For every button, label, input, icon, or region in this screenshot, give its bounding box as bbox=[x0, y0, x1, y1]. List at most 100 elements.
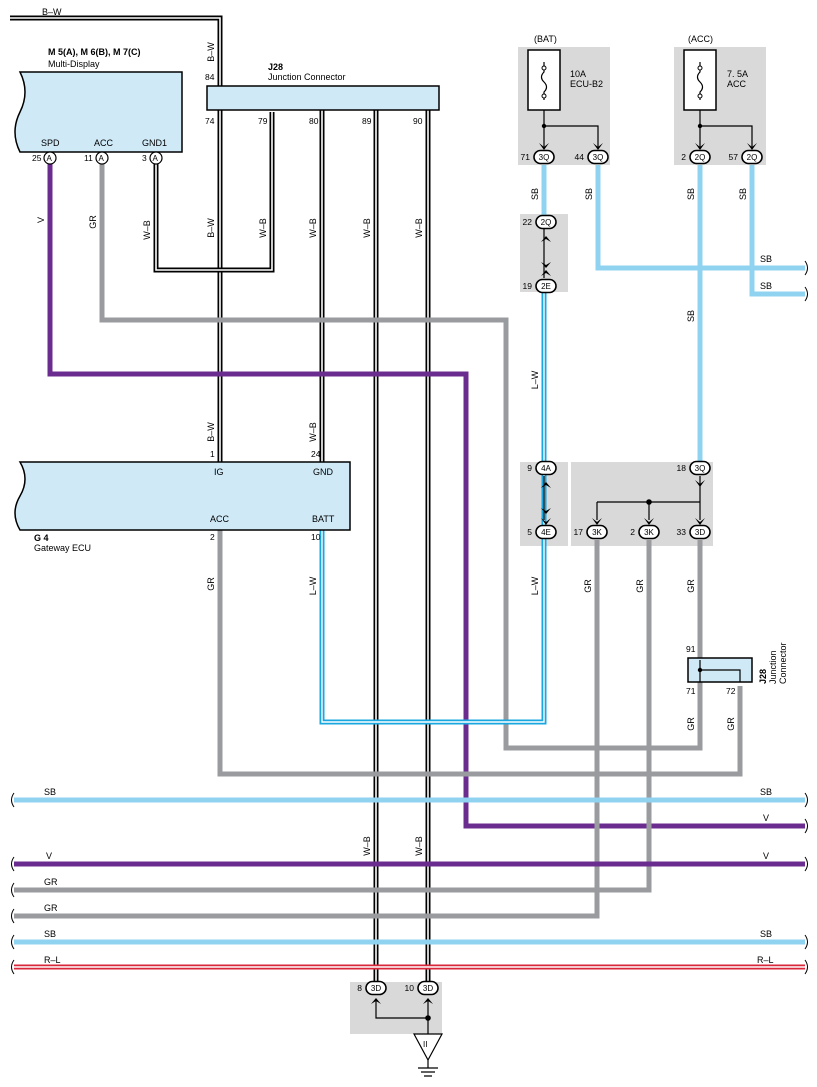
connector-2-3k: 3K2 bbox=[630, 518, 660, 540]
connector-number: 5 bbox=[527, 527, 532, 537]
connector-code: 3D bbox=[371, 984, 381, 993]
wire-label-bw-a: B–W bbox=[206, 42, 216, 62]
wire-label-sb-out1: SB bbox=[760, 254, 772, 264]
wire-label-gr-72: GR bbox=[726, 717, 736, 731]
j28r-pin-71: 71 bbox=[686, 686, 696, 696]
j28-pin-84: 84 bbox=[205, 72, 215, 82]
pin-num-3: 3 bbox=[142, 153, 147, 163]
gateway-ecu bbox=[14, 461, 351, 531]
j28-pin-80: 80 bbox=[309, 116, 319, 126]
ground-arrows bbox=[371, 998, 381, 1004]
connector-number: 33 bbox=[677, 527, 687, 537]
connector-code: 3D bbox=[423, 984, 433, 993]
wire-label-lw-5: L–W bbox=[530, 576, 540, 595]
wire-label-sb-mid: SB bbox=[686, 310, 696, 322]
splice-arrows bbox=[695, 480, 705, 487]
wire-sb-57-2q bbox=[749, 165, 805, 297]
connector-code: 2E bbox=[541, 282, 551, 291]
j28r-pin-72: 72 bbox=[726, 686, 736, 696]
wire-gr-2-3k bbox=[14, 540, 652, 893]
ground-label: II bbox=[423, 1040, 427, 1049]
wire-label-bus-rl-r: R–L bbox=[757, 955, 774, 965]
wire-label-bw-c: B–W bbox=[206, 422, 216, 442]
gw-pin-2: 2 bbox=[210, 532, 215, 542]
wire-label-bus-gr2-l: GR bbox=[44, 903, 58, 913]
fuse-bat-name: ECU-B2 bbox=[570, 79, 603, 89]
j28-pin-89: 89 bbox=[362, 116, 372, 126]
gateway-ecu-code: G 4 bbox=[34, 533, 49, 543]
connector-number: 2 bbox=[681, 152, 686, 162]
wire-label-bus-v1-r: V bbox=[763, 813, 769, 823]
connector-number: 22 bbox=[523, 217, 533, 227]
pin-name-spd: SPD bbox=[41, 138, 60, 148]
wire-label-bus-sb1-r: SB bbox=[760, 787, 772, 797]
connector-71-3q: 3Q 71 bbox=[521, 143, 555, 165]
connector-number: 9 bbox=[527, 463, 532, 473]
pin-num-11: 11 bbox=[84, 153, 93, 163]
wire-label-sb-71: SB bbox=[530, 188, 540, 200]
gw-pin-24: 24 bbox=[311, 449, 321, 459]
connector-22-2q: 2Q 22 bbox=[523, 214, 557, 230]
wire-w-b-gnd1 bbox=[153, 112, 275, 273]
wire-label-wb-79: W–B bbox=[258, 218, 268, 238]
connector-code: 3Q bbox=[539, 153, 550, 162]
pin-name-gnd: GND bbox=[313, 467, 334, 477]
pin-name-batt: BATT bbox=[312, 514, 335, 524]
connector-number: 18 bbox=[677, 463, 687, 473]
fuse-bat-rating: 10A bbox=[570, 69, 586, 79]
j28-right-code: J28 bbox=[758, 669, 768, 684]
wire-label-gr-left: GR bbox=[88, 215, 98, 229]
connector-number: 8 bbox=[357, 983, 362, 993]
connector-number: 71 bbox=[521, 152, 531, 162]
wire-label-bus-v2-l: V bbox=[46, 851, 52, 861]
connector-code: 2Q bbox=[541, 218, 552, 227]
wire-label-gr-33: GR bbox=[686, 579, 696, 593]
wire-label-sb-57: SB bbox=[738, 188, 748, 200]
connector-code: 4E bbox=[541, 528, 551, 537]
wire-label-wb-89: W–B bbox=[362, 218, 372, 238]
wire-v-spd bbox=[47, 160, 805, 829]
fuse-acc-name: ACC bbox=[727, 79, 747, 89]
j28r-pin-91: 91 bbox=[686, 644, 696, 654]
gw-pin-10: 10 bbox=[311, 532, 321, 542]
fuse-bat bbox=[527, 49, 599, 148]
connector-5-4e: 4E 5 bbox=[527, 518, 557, 540]
j28-top-code: J28 bbox=[268, 62, 283, 72]
connector-8-3d: 3D 8 bbox=[357, 980, 387, 996]
connector-number: 57 bbox=[729, 152, 739, 162]
md-conn-a-1: A bbox=[47, 154, 53, 163]
j28-pin-74: 74 bbox=[205, 116, 215, 126]
connector-code: 2Q bbox=[747, 153, 758, 162]
fuse-acc-rating: 7. 5A bbox=[727, 69, 748, 79]
connector-code: 3K bbox=[644, 528, 654, 537]
wire-label-v-left: V bbox=[36, 217, 46, 223]
connector-number: 44 bbox=[575, 152, 585, 162]
wire-label-wb-24: W–B bbox=[308, 422, 318, 442]
splice-arrows bbox=[541, 236, 551, 268]
right-break-marks bbox=[804, 260, 808, 975]
wire-label-lw-19: L–W bbox=[530, 370, 540, 389]
pin-name-acc-gw: ACC bbox=[210, 514, 230, 524]
wire-label-gr-17: GR bbox=[583, 579, 593, 593]
multi-display-code: M 5(A), M 6(B), M 7(C) bbox=[48, 47, 141, 57]
gateway-ecu-name: Gateway ECU bbox=[34, 543, 91, 553]
md-conn-a-3: A bbox=[153, 154, 159, 163]
wire-gr-acc-gw bbox=[217, 530, 743, 777]
wire-label-bus-sb1-l: SB bbox=[44, 787, 56, 797]
wire-label-bus-rl-l: R–L bbox=[44, 955, 61, 965]
j28-right-name-1: Junction bbox=[768, 650, 778, 684]
fuse-bat-header: (BAT) bbox=[534, 34, 557, 44]
md-conn-a-2: A bbox=[99, 154, 105, 163]
wire-label-sb-2q: SB bbox=[686, 188, 696, 200]
j28-right-name-2: Connector bbox=[778, 642, 788, 684]
wire-label-gr-2k: GR bbox=[635, 579, 645, 593]
gw-pin-1: 1 bbox=[210, 449, 215, 459]
multi-display-name: Multi-Display bbox=[48, 59, 100, 69]
